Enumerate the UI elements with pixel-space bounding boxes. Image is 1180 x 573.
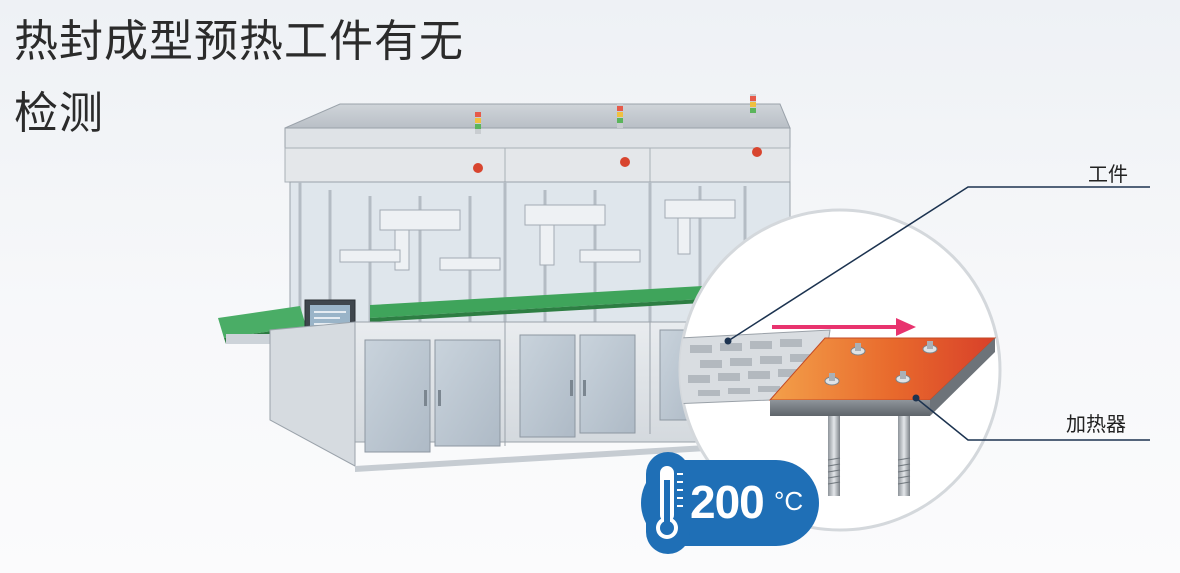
title-line-1: 热封成型预热工件有无 (14, 16, 464, 67)
signal-tower-icon (475, 94, 756, 134)
feed-direction-arrow-icon (772, 318, 916, 336)
workpiece-pointer-dot (724, 337, 732, 345)
title-line-2: 检测 (14, 88, 104, 139)
callout-lines (727, 186, 1150, 441)
machine-illustration (218, 94, 791, 472)
page-title: 热封成型预热工件有无 检测 (14, 6, 464, 150)
callout-workpiece-label: 工件 (1088, 162, 1128, 186)
temperature-badge (641, 452, 819, 554)
heater-pointer-dot (912, 394, 920, 402)
magnified-detail (678, 208, 1002, 532)
emergency-stop-icon (473, 163, 483, 173)
heater-plate (768, 337, 997, 496)
callout-heater-label: 加热器 (1066, 412, 1126, 436)
temperature-value: 200 (690, 476, 765, 528)
thermometer-icon (656, 466, 683, 539)
temperature-unit: °C (774, 486, 804, 516)
